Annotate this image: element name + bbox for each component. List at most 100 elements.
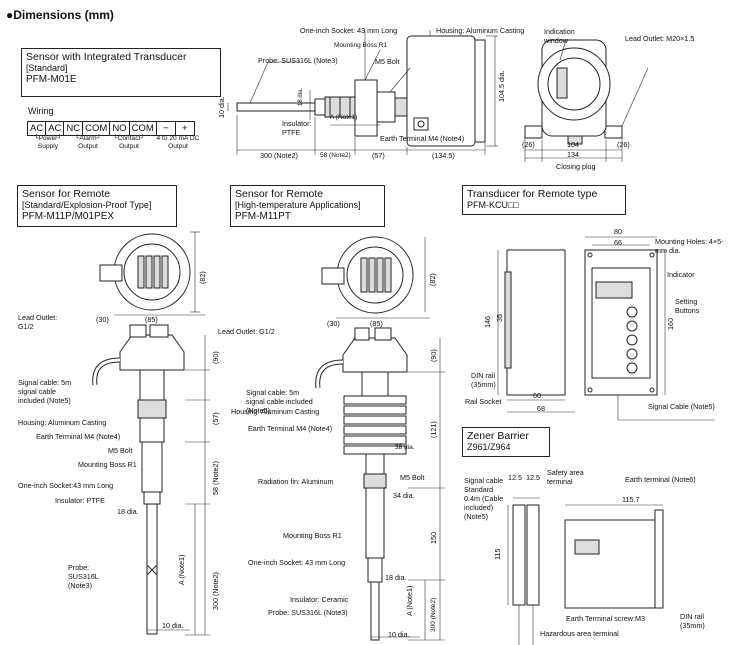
tr-d68: 68: [537, 404, 545, 413]
remote-ht-model: PFM-M11PT: [235, 211, 291, 222]
wiring-group-label: 4 to 20 mA DC Output: [156, 135, 200, 150]
rs-d30: (30): [96, 315, 109, 324]
top-a-note-label: A (Note1): [330, 114, 358, 121]
wiring-group-label: └Power┘ Supply: [33, 135, 63, 150]
z-earth6-label: Earth terminal (Note6): [625, 475, 696, 484]
top-dia18-label: 18 dia.: [298, 87, 304, 106]
tr-rail-label: Rail Socket: [465, 397, 502, 406]
rs-d58: 58 (Note2): [211, 461, 220, 495]
rh-d38: 38 dia.: [395, 444, 415, 451]
pfm-m01e-model: PFM-M01E: [26, 74, 77, 85]
rs-d300: 300 (Note2): [211, 572, 220, 610]
rh-boss-label: Mounting Boss R1: [283, 531, 342, 540]
rs-dia10-label: 10 dia.: [162, 621, 184, 630]
tr-d35: 35: [495, 314, 504, 322]
page-title: ●Dimensions (mm): [6, 8, 114, 22]
rh-d82: (82): [428, 273, 437, 286]
z-d1157: 115.7: [622, 495, 640, 504]
top-d300-label: 300 (Note2): [260, 151, 298, 160]
tr-buttons-label: Setting Buttons: [675, 297, 700, 315]
top-sensor-side-view: [227, 30, 498, 155]
rs-bolt-label: M5 Bolt: [108, 446, 133, 455]
rh-d150: 150: [429, 532, 438, 544]
transducer-title: Transducer for Remote type: [467, 188, 598, 200]
z-cable-label: Signal cable Standard 0.4m (Cable includ…: [464, 476, 504, 521]
rs-dia18-label: 18 dia.: [117, 507, 139, 516]
top-probe-label: Probe: SUS316L (Note3): [258, 56, 338, 65]
rs-a-note: A (Note1): [177, 554, 186, 585]
front-d134: 134: [567, 150, 579, 159]
z-earth-screw-label: Earth Terminal screw:M3: [566, 614, 645, 623]
front-d104: 104: [567, 140, 579, 149]
rh-fin-label: Radiation fin: Aluminum: [258, 477, 334, 486]
tr-d60: 60: [533, 391, 541, 400]
top-insulator-label: Insulator: PTFE: [282, 119, 312, 137]
top-earth-label: Earth Terminal M4 (Note4): [380, 134, 465, 143]
wiring-group-label: └Contact┘ Output: [112, 135, 146, 150]
rh-d34: 34 dia.: [393, 491, 415, 500]
wiring-group-label: └Alarm┘ Output: [74, 135, 102, 150]
remote-std-subtitle: [Standard/Explosion-Proof Type]: [22, 200, 152, 210]
z-hazard-label: Hazardous area terminal: [540, 629, 619, 638]
rs-insulator-label: Insulator: PTFE: [55, 496, 105, 505]
rh-d10: 10 dia.: [388, 630, 410, 639]
tr-holes-label: Mounting Holes: 4×5-mm dia.: [655, 237, 724, 255]
rs-cable-label: Signal cable: 5m signal cable included (…: [18, 378, 72, 405]
rs-d90: (90): [211, 351, 220, 364]
rh-insulator-label: Insulator: Ceramic: [290, 595, 349, 604]
rh-earth-label: Earth Terminal M4 (Note4): [248, 424, 333, 433]
z-d115: 115: [493, 548, 502, 560]
rh-bolt-label: M5 Bolt: [400, 473, 425, 482]
rh-d121: (121): [429, 421, 438, 438]
rs-housing-label: Housing: Aluminum Casting: [18, 418, 107, 427]
rh-probe-label: Probe: SUS316L (Note3): [268, 608, 348, 617]
remote-std-model: PFM-M11P/M01PEX: [22, 211, 115, 222]
rh-socket-label: One-inch Socket: 43 mm Long: [248, 558, 346, 567]
remote-ht-sensor: [315, 236, 445, 641]
top-dia10-label: 10 dia.: [217, 96, 226, 118]
tr-d80: 80: [614, 227, 622, 236]
tr-cable-label: Signal Cable (Note5): [648, 402, 715, 411]
rs-lead-label: Lead Outlet: G1/2: [18, 313, 58, 331]
front-d26a: (26): [522, 140, 535, 149]
top-bolt-label: M5 Bolt: [375, 57, 400, 66]
tr-din-label: DIN rail (35mm): [471, 371, 496, 389]
top-socket-label: One-inch Socket: 43 mm Long: [300, 26, 398, 35]
tr-d146: 146: [483, 316, 492, 328]
front-lead-label: Lead Outlet: M20×1.5: [625, 34, 695, 43]
zener-drawing: [507, 497, 664, 645]
z-d125b: 12.5: [526, 473, 540, 482]
rs-socket-label: One-inch Socket:43 mm Long: [18, 481, 114, 490]
tr-indicator-label: Indicator: [667, 270, 695, 279]
rh-cable-label: Signal cable: 5m signal cable included (…: [246, 388, 313, 415]
top-d57-label: (57): [372, 151, 385, 160]
zener-title: Zener Barrier: [467, 430, 529, 442]
top-d1345-label: (134.5): [432, 151, 455, 160]
top-housing-label: Housing: Aluminum Casting: [436, 26, 525, 35]
zener-title-box: Zener Barrier Z961/Z964: [462, 427, 550, 457]
front-d26b: (26): [617, 140, 630, 149]
top-sensor-front-view: [524, 39, 649, 162]
rs-probe-label: Probe: SUS316L (Note3): [68, 563, 99, 590]
transducer-title-box: Transducer for Remote type PFM-KCU□□: [462, 185, 626, 215]
rh-d90: (90): [429, 349, 438, 362]
pfm-m01e-subtitle: [Standard]: [26, 63, 68, 73]
z-d125a: 12.5: [508, 473, 522, 482]
rs-d57: (57): [211, 412, 220, 425]
pfm-m01e-title-box: Sensor with Integrated Transducer [Stand…: [21, 48, 221, 97]
wiring-label: Wiring: [28, 106, 54, 116]
rs-d85: (85): [145, 315, 158, 324]
rh-d300: 300 (Note2): [430, 597, 437, 632]
transducer-model: PFM-KCU□□: [467, 200, 519, 210]
remote-std-title-box: Sensor for Remote [Standard/Explosion-Pr…: [17, 185, 177, 227]
rs-d82: (82): [198, 271, 207, 284]
pfm-m01e-title: Sensor with Integrated Transducer: [26, 51, 187, 63]
z-din-label: DIN rail (35mm): [680, 612, 705, 630]
rs-earth-label: Earth Terminal M4 (Note4): [36, 432, 121, 441]
remote-std-title: Sensor for Remote: [22, 188, 111, 200]
top-boss-label: Mounting Boss R1: [334, 42, 388, 49]
tr-d160: 160: [666, 318, 675, 330]
rh-housing-label: Housing: Aluminum Casting: [231, 407, 320, 416]
indication-window-label: Indication window: [544, 27, 575, 45]
